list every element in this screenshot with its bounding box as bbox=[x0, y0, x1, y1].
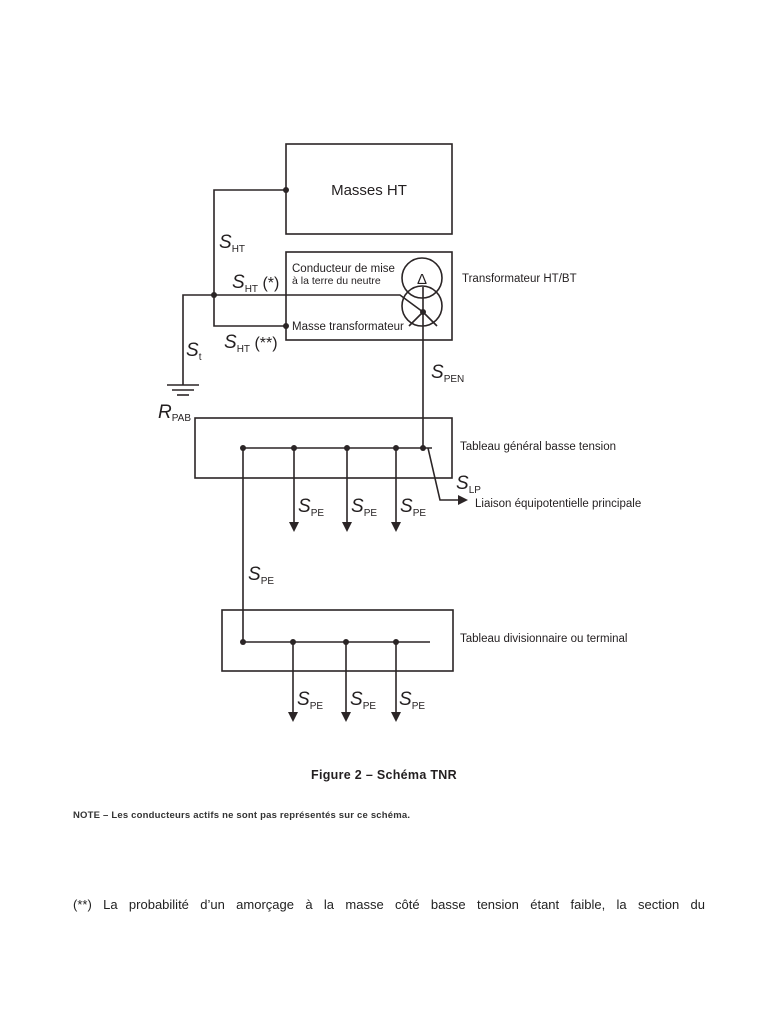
tnr-schematic: Masses HT Conducteur de mise à la terre … bbox=[158, 143, 641, 722]
tableau-divisionnaire-box bbox=[221, 609, 454, 672]
transformer-box bbox=[285, 251, 453, 341]
bus-dot-5 bbox=[420, 445, 426, 451]
figure-note: NOTE – Les conducteurs actifs ne sont pa… bbox=[73, 810, 411, 821]
label-s-pe: SPE bbox=[399, 689, 425, 712]
transformer-primary-winding-icon bbox=[401, 257, 443, 299]
masse-transfo-junction-dot bbox=[283, 323, 289, 329]
label-s-pe: SPE bbox=[248, 564, 274, 587]
label-s-pe: SPE bbox=[351, 496, 377, 519]
masses-ht-label: Masses HT bbox=[331, 182, 407, 199]
label-s-ht-2star: SHT (**) bbox=[224, 332, 278, 355]
arrow-down-icon bbox=[341, 712, 351, 722]
transformateur-label: Transformateur HT/BT bbox=[462, 273, 577, 285]
label-s-pe: SPE bbox=[400, 496, 426, 519]
masse-transformateur-label: Masse transformateur bbox=[292, 321, 404, 333]
s-ht-conductor bbox=[213, 189, 286, 327]
label-s-pe: SPE bbox=[350, 689, 376, 712]
arrow-right-icon bbox=[458, 495, 468, 505]
label-s-pe: SPE bbox=[298, 496, 324, 519]
conducteur-label-line2: à la terre du neutre bbox=[292, 275, 381, 287]
arrow-down-icon bbox=[391, 522, 401, 532]
delta-symbol-icon: Δ bbox=[417, 271, 427, 288]
body-paragraph: (**) La probabilité d’un amorçage à la m… bbox=[73, 897, 705, 912]
tableau-general-label: Tableau général basse tension bbox=[460, 441, 616, 453]
star-arm-left bbox=[408, 311, 424, 327]
neutral-earthing-conductor bbox=[182, 294, 424, 385]
figure-caption: Figure 2 – Schéma TNR bbox=[311, 768, 457, 782]
div-bus-dot-1 bbox=[240, 639, 246, 645]
label-s-ht-star: SHT (*) bbox=[232, 272, 279, 295]
label-s-pe: SPE bbox=[297, 689, 323, 712]
arrow-down-icon bbox=[288, 712, 298, 722]
masses-ht-junction-dot bbox=[283, 187, 289, 193]
label-s-lp: SLP bbox=[456, 473, 481, 496]
label-s-ht: SHT bbox=[219, 232, 245, 255]
liaison-label: Liaison équipotentielle principale bbox=[475, 498, 641, 510]
transformer-secondary-winding-icon bbox=[401, 285, 443, 327]
label-r-pab: RPAB bbox=[158, 402, 191, 424]
label-s-t: St bbox=[186, 340, 202, 363]
conducteur-label-line1: Conducteur de mise bbox=[292, 263, 395, 275]
label-s-pen: SPEN bbox=[431, 362, 464, 385]
tableau-general-box bbox=[194, 417, 453, 479]
neutral-junction-dot bbox=[211, 292, 217, 298]
s-lp-conductor bbox=[427, 447, 460, 501]
arrow-down-icon bbox=[289, 522, 299, 532]
arrow-down-icon bbox=[391, 712, 401, 722]
arrow-down-icon bbox=[342, 522, 352, 532]
star-arm-right bbox=[422, 311, 438, 327]
tableau-divisionnaire-label: Tableau divisionnaire ou terminal bbox=[460, 633, 628, 645]
